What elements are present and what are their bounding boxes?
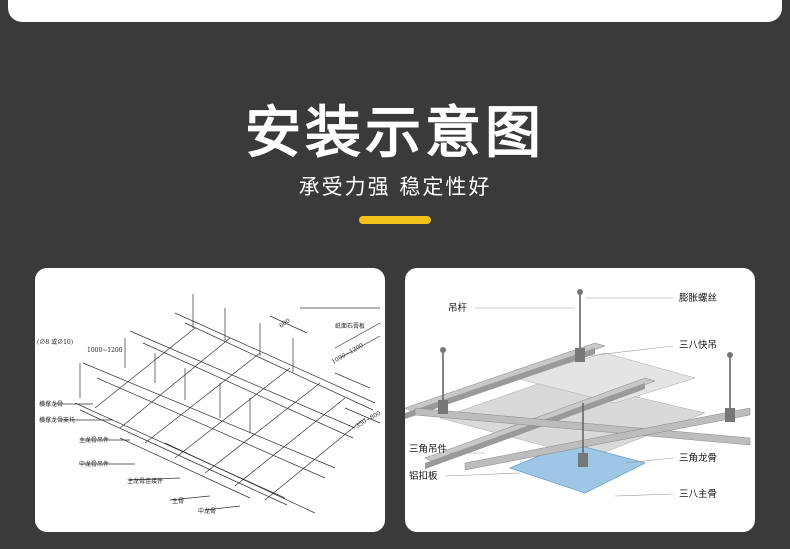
label-main-hanger: 主龙骨吊件 [79, 436, 109, 444]
ceiling-panel-surface [439, 377, 706, 459]
label-triangle-hanger: 三角吊件 [409, 443, 448, 455]
label-dim-top: 1000~1200 [87, 347, 123, 354]
label-mid-hanger: 中龙骨吊件 [79, 460, 109, 468]
page-subtitle: 承受力强 稳定性好 [298, 175, 492, 199]
label-main-keel: 三八主骨 [679, 488, 717, 500]
label-dim-right: 1000~1200 [331, 342, 365, 366]
label-gypsum: 纸面石膏板 [335, 322, 365, 330]
label-main-connector: 主龙骨连接件 [127, 477, 163, 485]
top-card [8, 0, 782, 22]
label-cross-keel: 横撑龙骨 [39, 400, 63, 408]
page-title: 安装示意图 [245, 101, 545, 166]
left-diagram-panel: (∅8 或∅10) 1000~1200 600 纸面石膏板 1000~1200 … [35, 268, 385, 532]
right-diagram-panel: 吊杆 膨胀螺丝 三八快吊 三角吊件 三角龙骨 铝扣板 三八主骨 [405, 268, 755, 532]
label-main-keel: 主骨 [172, 497, 184, 505]
label-bolt: 膨胀螺丝 [679, 292, 717, 304]
label-quick-hanger: 三八快吊 [679, 339, 717, 351]
ceiling-frame-line-diagram: (∅8 或∅10) 1000~1200 600 纸面石膏板 1000~1200 … [37, 294, 382, 515]
label-triangle-keel: 三角龙骨 [679, 452, 717, 464]
label-diameter: (∅8 或∅10) [37, 338, 73, 346]
right-diagram-labels: 吊杆 膨胀螺丝 三八快吊 三角吊件 三角龙骨 铝扣板 三八主骨 [409, 292, 717, 500]
aluminum-ceiling-3d-diagram: 吊杆 膨胀螺丝 三八快吊 三角吊件 三角龙骨 铝扣板 三八主骨 [405, 289, 751, 500]
quick-hanger [575, 348, 585, 362]
label-rod: 吊杆 [448, 302, 468, 314]
label-cross-keel-support: 横撑龙骨支托 [39, 416, 75, 424]
label-mid-keel: 中龙骨 [198, 507, 216, 515]
accent-bar [359, 216, 431, 224]
label-dim-600: 600 [278, 317, 292, 329]
label-dim-bottom: 350~800 [355, 410, 383, 430]
left-diagram-labels: (∅8 或∅10) 1000~1200 600 纸面石膏板 1000~1200 … [37, 317, 382, 515]
label-panel: 铝扣板 [409, 470, 438, 482]
